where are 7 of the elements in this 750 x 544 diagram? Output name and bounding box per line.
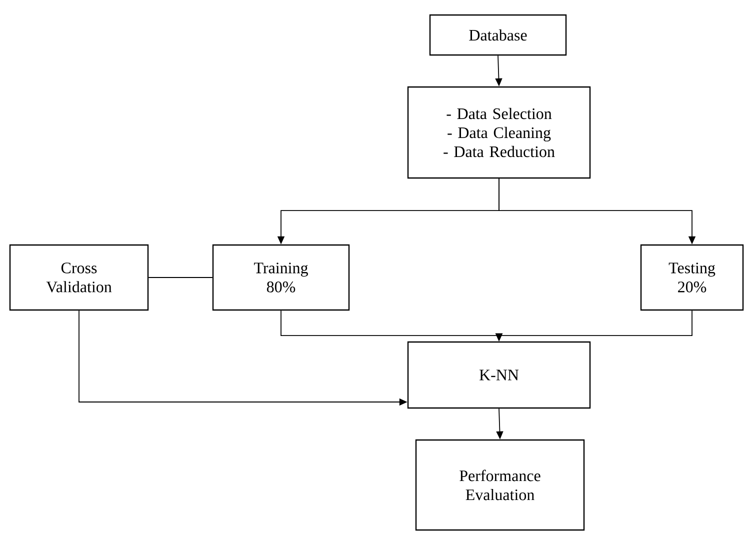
process-box: Database	[429, 14, 567, 56]
process-box: K-NN	[407, 341, 591, 409]
process-box: Training 80%	[212, 244, 350, 311]
process-box: Testing 20%	[640, 244, 744, 311]
process-box: Performance Evaluation	[415, 439, 585, 531]
process-box: - Data Selection - Data Cleaning - Data Reduction	[407, 86, 591, 179]
process-box: Cross Validation	[9, 244, 149, 311]
